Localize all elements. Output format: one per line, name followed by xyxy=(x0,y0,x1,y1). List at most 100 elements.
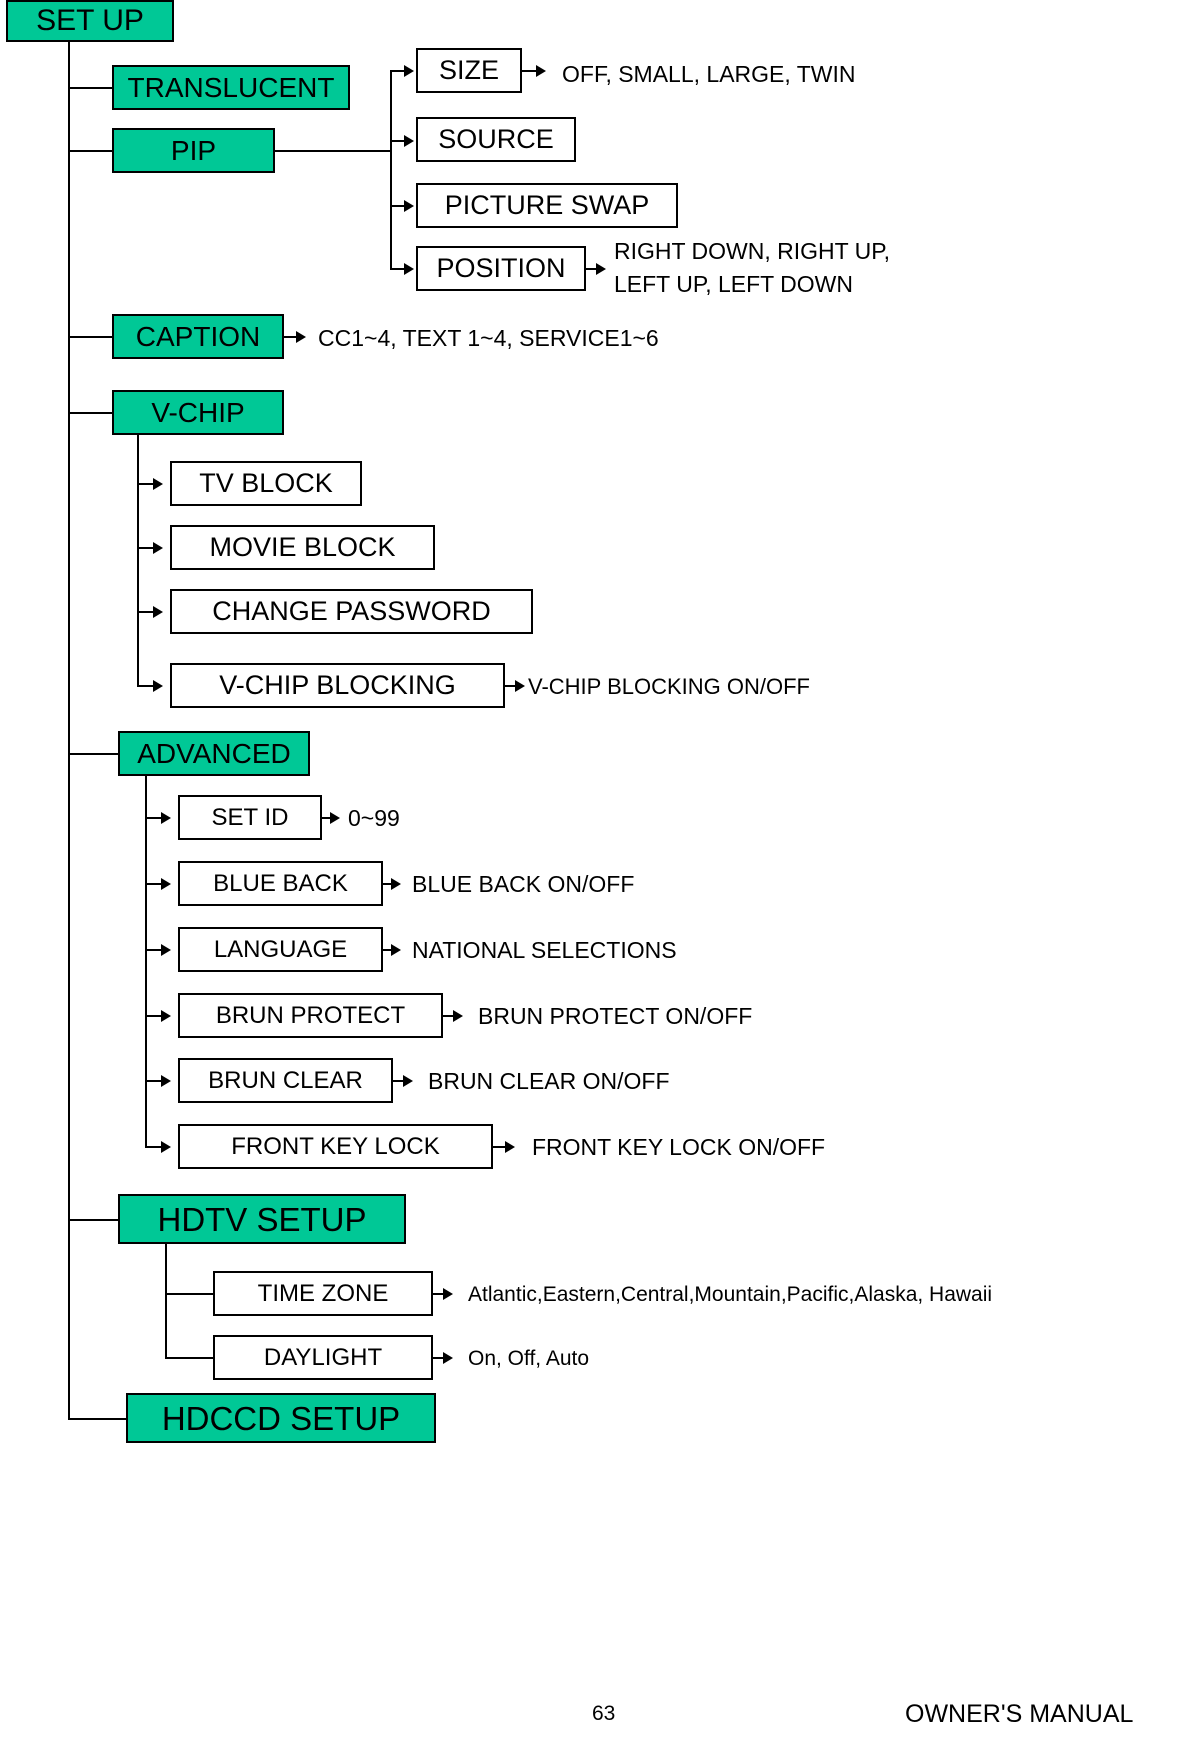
arrow-tv-block xyxy=(153,478,163,490)
arrow-brun-clear xyxy=(161,1075,171,1087)
node-translucent[interactable]: TRANSLUCENT xyxy=(112,65,350,110)
node-time-zone[interactable]: TIME ZONE xyxy=(213,1271,433,1316)
value-language-options: NATIONAL SELECTIONS xyxy=(412,937,677,963)
node-position-label: POSITION xyxy=(436,253,566,283)
arrow-movie-block xyxy=(153,542,163,554)
node-size-label: SIZE xyxy=(438,55,499,85)
node-language[interactable]: LANGUAGE xyxy=(178,927,383,972)
arrow-position xyxy=(404,263,414,275)
arrow-time-zone-value xyxy=(443,1288,453,1300)
connector-translucent xyxy=(68,87,114,89)
connector-blue-back xyxy=(145,883,165,885)
arrow-language-value xyxy=(391,944,401,956)
arrow-daylight-value xyxy=(443,1352,453,1364)
connector-hdccd-setup xyxy=(68,1418,126,1420)
node-pip-label: PIP xyxy=(170,134,217,166)
node-change-password[interactable]: CHANGE PASSWORD xyxy=(170,589,533,634)
connector-front-key-lock xyxy=(145,1146,165,1148)
page-number: 63 xyxy=(592,1702,616,1725)
arrow-front-key-lock xyxy=(161,1141,171,1153)
connector-daylight xyxy=(165,1357,215,1359)
manual-label: OWNER'S MANUAL xyxy=(905,1700,1134,1728)
value-brun-clear-options: BRUN CLEAR ON/OFF xyxy=(428,1068,670,1094)
node-v-chip-blocking-label: V-CHIP BLOCKING xyxy=(219,670,456,700)
spine-main xyxy=(68,42,70,1418)
connector-pip-to-branch xyxy=(275,150,392,152)
arrow-change-password xyxy=(153,606,163,618)
value-brun-protect-options: BRUN PROTECT ON/OFF xyxy=(478,1003,753,1029)
connector-v-chip-blocking-value xyxy=(505,685,517,687)
connector-brun-protect-value xyxy=(443,1015,455,1017)
arrow-blue-back xyxy=(161,878,171,890)
node-hdtv-setup[interactable]: HDTV SETUP xyxy=(118,1194,406,1244)
connector-v-chip xyxy=(68,412,114,414)
node-front-key-lock[interactable]: FRONT KEY LOCK xyxy=(178,1124,493,1169)
node-language-label: LANGUAGE xyxy=(213,935,348,963)
node-brun-clear[interactable]: BRUN CLEAR xyxy=(178,1058,393,1103)
connector-brun-clear-value xyxy=(393,1080,405,1082)
connector-blue-back-value xyxy=(383,883,393,885)
node-hdccd-setup[interactable]: HDCCD SETUP xyxy=(126,1393,436,1443)
spine-hdtv-submenu xyxy=(165,1244,167,1358)
node-set-id[interactable]: SET ID xyxy=(178,795,322,840)
connector-caption xyxy=(68,336,114,338)
value-size-options: OFF, SMALL, LARGE, TWIN xyxy=(562,61,856,87)
arrow-v-chip-blocking-value xyxy=(515,680,525,692)
value-daylight-options: On, Off, Auto xyxy=(468,1347,590,1370)
node-v-chip[interactable]: V-CHIP xyxy=(112,390,284,435)
node-picture-swap-label: PICTURE SWAP xyxy=(444,190,650,220)
arrow-set-id-value xyxy=(330,812,340,824)
arrow-size xyxy=(404,65,414,77)
node-advanced[interactable]: ADVANCED xyxy=(118,731,310,776)
node-v-chip-blocking[interactable]: V-CHIP BLOCKING xyxy=(170,663,505,708)
arrow-blue-back-value xyxy=(391,878,401,890)
node-source[interactable]: SOURCE xyxy=(416,117,576,162)
arrow-caption-value xyxy=(296,331,306,343)
value-v-chip-blocking-options: V-CHIP BLOCKING ON/OFF xyxy=(528,674,810,699)
node-time-zone-label: TIME ZONE xyxy=(257,1279,389,1307)
node-position[interactable]: POSITION xyxy=(416,246,586,291)
connector-set-id xyxy=(145,817,165,819)
node-translucent-label: TRANSLUCENT xyxy=(127,71,335,103)
node-brun-protect-label: BRUN PROTECT xyxy=(215,1001,406,1029)
node-blue-back[interactable]: BLUE BACK xyxy=(178,861,383,906)
arrow-source xyxy=(404,135,414,147)
arrow-front-key-lock-value xyxy=(505,1141,515,1153)
node-caption[interactable]: CAPTION xyxy=(112,314,284,359)
node-caption-label: CAPTION xyxy=(135,320,261,352)
connector-language-value xyxy=(383,949,393,951)
connector-daylight-value xyxy=(433,1357,445,1359)
connector-language xyxy=(145,949,165,951)
node-movie-block[interactable]: MOVIE BLOCK xyxy=(170,525,435,570)
connector-brun-clear xyxy=(145,1080,165,1082)
value-front-key-lock-options: FRONT KEY LOCK ON/OFF xyxy=(532,1134,826,1160)
connector-change-password xyxy=(137,611,157,613)
arrow-size-value xyxy=(536,65,546,77)
spine-pip-submenu xyxy=(390,70,392,270)
connector-front-key-lock-value xyxy=(493,1146,507,1148)
node-set-id-label: SET ID xyxy=(211,803,289,831)
node-front-key-lock-label: FRONT KEY LOCK xyxy=(231,1132,440,1160)
arrow-brun-protect-value xyxy=(453,1010,463,1022)
connector-hdtv-setup xyxy=(68,1219,120,1221)
arrow-brun-clear-value xyxy=(403,1075,413,1087)
node-set-up[interactable]: SET UP xyxy=(6,0,174,42)
node-hdtv-setup-label: HDTV SETUP xyxy=(157,1200,367,1238)
node-movie-block-label: MOVIE BLOCK xyxy=(209,532,396,562)
node-daylight[interactable]: DAYLIGHT xyxy=(213,1335,433,1380)
connector-size-value xyxy=(522,70,538,72)
connector-size xyxy=(390,70,406,72)
node-size[interactable]: SIZE xyxy=(416,48,522,93)
node-set-up-label: SET UP xyxy=(36,4,144,37)
node-pip[interactable]: PIP xyxy=(112,128,275,173)
node-tv-block[interactable]: TV BLOCK xyxy=(170,461,362,506)
node-hdccd-setup-label: HDCCD SETUP xyxy=(161,1399,401,1437)
connector-tv-block xyxy=(137,483,157,485)
connector-v-chip-blocking xyxy=(137,685,157,687)
arrow-position-value xyxy=(596,263,606,275)
node-brun-protect[interactable]: BRUN PROTECT xyxy=(178,993,443,1038)
node-picture-swap[interactable]: PICTURE SWAP xyxy=(416,183,678,228)
value-position-options-line2: LEFT UP, LEFT DOWN xyxy=(614,271,853,297)
node-brun-clear-label: BRUN CLEAR xyxy=(208,1066,363,1094)
